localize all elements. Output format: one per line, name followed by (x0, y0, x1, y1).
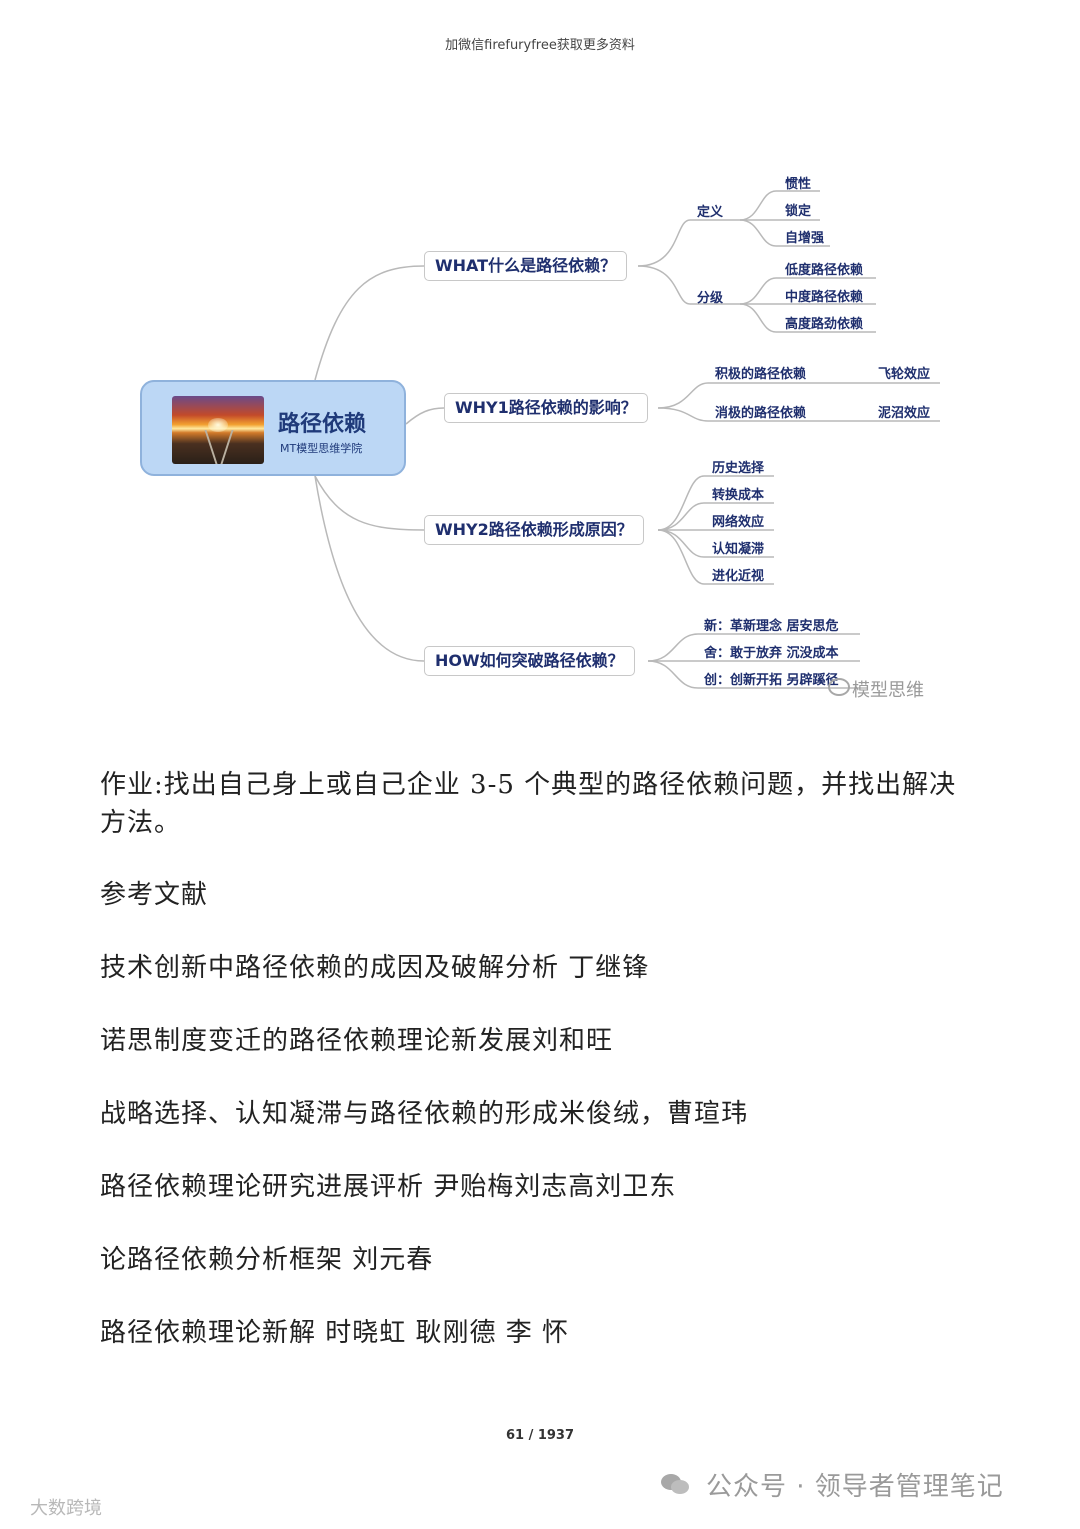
reference-item-6: 路径依赖理论新解 时晓虹 耿刚德 李 怀 (100, 1314, 980, 1352)
references-title: 参考文献 (100, 876, 980, 914)
node-define-item-1: 惯性 (785, 173, 811, 192)
reference-item-2: 诺思制度变迁的路径依赖理论新发展刘和旺 (100, 1022, 980, 1060)
header-note: 加微信firefuryfree获取更多资料 (0, 34, 1080, 53)
connector-what-define (638, 220, 740, 266)
node-why2-item-2: 转换成本 (712, 484, 764, 503)
node-define: 定义 (697, 201, 723, 220)
node-why2-item-1: 历史选择 (712, 457, 764, 476)
node-why2-item-5: 进化近视 (712, 565, 764, 584)
reference-item-1: 技术创新中路径依赖的成因及破解分析 丁继锋 (100, 949, 980, 987)
node-how-item-2: 舍：敢于放弃 沉没成本 (704, 642, 839, 661)
root-node: 路径依赖 MT模型思维学院 (140, 380, 406, 476)
node-positive: 积极的路径依赖 (715, 363, 806, 382)
page-number: 61 / 1937 (0, 1428, 1080, 1443)
node-define-item-2: 锁定 (785, 200, 811, 219)
node-define-item-3: 自增强 (785, 227, 824, 246)
reference-item-4: 路径依赖理论研究进展评析 尹贻梅刘志高刘卫东 (100, 1168, 980, 1206)
node-why2-item-4: 认知凝滞 (712, 538, 764, 557)
connector-root-what (315, 266, 424, 380)
reference-item-3: 战略选择、认知凝滞与路径依赖的形成米俊绒，曹瑄玮 (100, 1095, 980, 1133)
node-how-item-1: 新：革新理念 居安思危 (704, 615, 839, 634)
node-grade-item-2: 中度路径依赖 (785, 286, 863, 305)
connector-what-grade (638, 266, 740, 304)
node-swamp-effect: 泥沼效应 (878, 402, 930, 421)
branch-how: HOW如何突破路径依赖？ (424, 646, 635, 676)
mindmap-watermark: 模型思维 (852, 676, 924, 702)
node-grade-item-1: 低度路径依赖 (785, 259, 863, 278)
root-sunset-image (172, 396, 264, 464)
branch-why2: WHY2路径依赖形成原因？ (424, 515, 644, 545)
connector-root-why1 (406, 408, 444, 424)
homework-text: 作业:找出自己身上或自己企业 3-5 个典型的路径依赖问题，并找出解决方法。 (100, 766, 980, 842)
branch-what: WHAT什么是路径依赖？ (424, 251, 627, 281)
wechat-icon (828, 678, 850, 696)
node-why2-item-3: 网络效应 (712, 511, 764, 530)
node-how-item-3: 创：创新开拓 另辟蹊径 (704, 669, 839, 688)
footer-watermark: 公众号 · 领导者管理笔记 (706, 1466, 1004, 1503)
wechat-logo-icon (660, 1472, 690, 1496)
mindmap-diagram: 路径依赖 MT模型思维学院 WHAT什么是路径依赖？ WHY1路径依赖的影响？ … (100, 128, 980, 718)
node-negative: 消极的路径依赖 (715, 402, 806, 421)
node-grade: 分级 (697, 287, 723, 306)
root-title: 路径依赖 (278, 406, 366, 438)
branch-why1: WHY1路径依赖的影响？ (444, 393, 648, 423)
root-subtitle: MT模型思维学院 (280, 440, 362, 456)
connector-root-how (315, 476, 424, 661)
connector-root-why2 (315, 476, 424, 530)
corner-watermark: 大数跨境 (30, 1494, 102, 1520)
node-grade-item-3: 高度路劲依赖 (785, 313, 863, 332)
node-flywheel-effect: 飞轮效应 (878, 363, 930, 382)
reference-item-5: 论路径依赖分析框架 刘元春 (100, 1241, 980, 1279)
